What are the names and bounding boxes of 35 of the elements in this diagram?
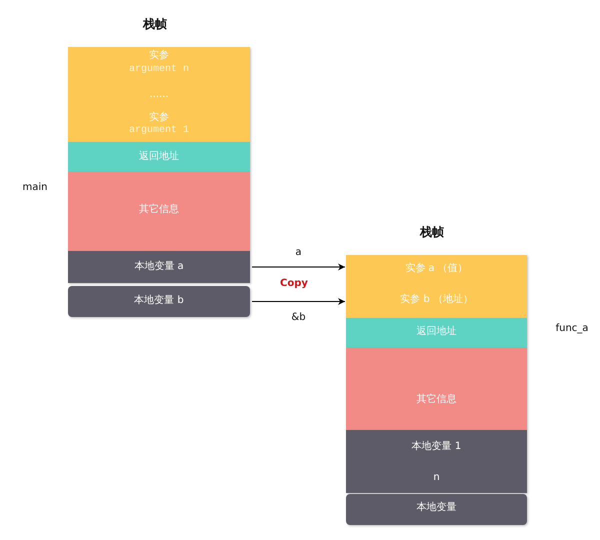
slot-text: 本地变量 1	[412, 441, 462, 453]
return-address-slot	[68, 142, 250, 172]
copy-label: Copy	[280, 278, 308, 290]
other-info-slot	[68, 172, 250, 251]
slot-text: 实参 b （地址）	[400, 294, 473, 306]
arrow	[252, 298, 346, 305]
frame-title: 栈帧	[143, 18, 167, 30]
edge-label: &b	[291, 312, 306, 324]
local-variable-slot	[68, 286, 250, 317]
slot-text: n	[433, 472, 440, 484]
edge-label: a	[295, 247, 302, 259]
local-variable-slot	[346, 430, 527, 493]
slot-text: 实参 a （值）	[405, 263, 468, 275]
return-address-slot	[346, 318, 527, 348]
argument-slot	[68, 47, 250, 142]
slot-text: argument n	[129, 64, 189, 76]
local-variable-slot	[68, 251, 250, 283]
frame-name: func_a	[556, 323, 588, 335]
frame-name: main	[22, 182, 48, 194]
other-info-slot	[346, 348, 527, 430]
slot-text: 返回地址	[139, 151, 179, 163]
argument-slot	[346, 255, 527, 318]
slot-text: 实参	[149, 50, 169, 62]
slot-text: 其它信息	[416, 394, 456, 406]
slot-text: 其它信息	[139, 204, 179, 216]
local-variable-slot	[346, 494, 527, 525]
frame-title: 栈帧	[420, 226, 444, 238]
slot-text: 本地变量 b	[134, 295, 184, 307]
arrow	[252, 264, 346, 270]
slot-text: 本地变量 a	[134, 261, 184, 273]
slot-text: ......	[149, 89, 169, 101]
slot-text: argument 1	[129, 125, 189, 137]
slot-text: 本地变量	[416, 502, 456, 514]
slot-text: 实参	[149, 112, 169, 124]
slot-text: 返回地址	[416, 326, 456, 338]
